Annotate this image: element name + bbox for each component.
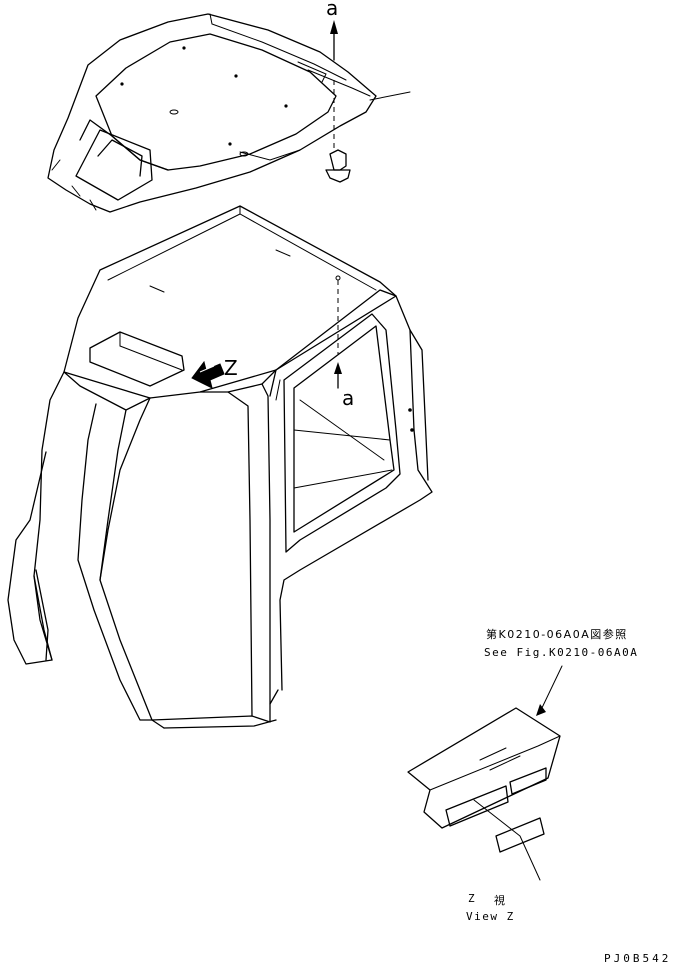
view-caption-z: Z — [468, 892, 477, 905]
view-caption-en: View Z — [466, 910, 515, 923]
cab-frame — [7, 205, 433, 729]
callout-a-top: a — [326, 0, 339, 20]
arrow-a-mid — [334, 362, 342, 389]
callout-a-mid: a — [342, 386, 355, 410]
callout-view-z: Z — [224, 356, 238, 380]
arrow-a-top — [330, 20, 338, 61]
detail-view-z — [407, 665, 563, 881]
reference-jp: 第K0210-06A0A図参照 — [486, 628, 628, 641]
figure-code: PJ0B542 — [604, 952, 672, 965]
view-z-arrow — [191, 360, 225, 389]
reference-en: See Fig.K0210-06A0A — [484, 646, 639, 659]
roof-headliner — [47, 13, 411, 213]
view-caption-jp: 視 — [494, 894, 507, 907]
clip-fastener — [325, 80, 351, 183]
